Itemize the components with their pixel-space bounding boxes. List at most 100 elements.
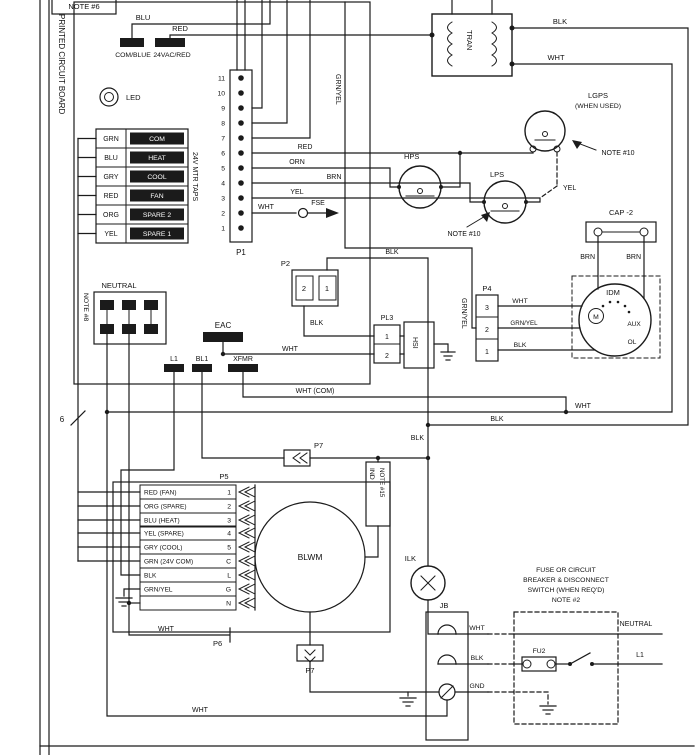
cap2-capacitor: CAP -2 BRN BRN <box>580 208 657 299</box>
p4-pin-1: 1 <box>485 349 489 356</box>
wire-label-blk-tran: BLK <box>553 17 567 26</box>
note15-label: NOTE #15 <box>378 468 385 498</box>
p5-row-label: BLU (HEAT) <box>144 518 180 525</box>
blower-enclosure <box>112 481 391 633</box>
jb-socket-2-icon <box>437 654 457 665</box>
fuse-neutral-label: NEUTRAL <box>620 621 653 628</box>
lgps-icon <box>524 110 566 152</box>
ground-icon-hsi <box>440 351 456 361</box>
motor-taps-table: GRN BLU GRY RED ORG YEL COM HEAT COOL FA… <box>95 128 198 244</box>
xfmr-terminal-label: XFMR <box>233 356 253 363</box>
ground-icon-fusebox <box>539 705 557 715</box>
lgps-label: LGPS <box>588 91 608 100</box>
g-row-ground-wire <box>123 588 141 597</box>
pl3-label: PL3 <box>381 315 394 322</box>
tap-name-3: FAN <box>150 193 163 200</box>
fse-arrow-icon <box>326 208 339 218</box>
p5-row-8: N <box>139 595 256 611</box>
p6-label: P6 <box>213 639 222 648</box>
p5-label: P5 <box>219 472 228 481</box>
tap-name-5: SPARE 1 <box>143 231 171 238</box>
fuse-note-line-4: NOTE #2 <box>552 597 581 604</box>
wire-label-brn-left: BRN <box>580 254 595 261</box>
p4-wire-blk: BLK <box>514 342 527 349</box>
p1-pin-7: 7 <box>221 136 225 143</box>
p5-row-pin: 5 <box>227 545 231 552</box>
jb-label: JB <box>440 601 449 610</box>
idm-icon <box>578 283 652 357</box>
p5-row-pin: 1 <box>227 490 231 497</box>
jb-socket-1-icon <box>437 624 457 635</box>
ilk-interlock: ILK <box>405 554 446 613</box>
pl3-wire-wht: WHT <box>282 346 299 353</box>
idm-motor: IDM M AUX OL <box>571 275 661 359</box>
p1-pin-6: 6 <box>221 151 225 158</box>
tap-color-0: GRN <box>103 136 119 143</box>
eac-bar <box>203 332 243 342</box>
tap-name-1: HEAT <box>148 155 166 162</box>
wire-label-wht-tran: WHT <box>547 53 564 62</box>
fuse-note-line-1: FUSE OR CIRCUIT <box>536 567 596 574</box>
lps-switch: LPS NOTE #10 <box>447 170 528 238</box>
note10b-arrow-icon <box>481 212 490 222</box>
blwm-label: BLWM <box>298 552 323 562</box>
wire-label-grn-yel-p4: GRN/YEL <box>460 298 467 329</box>
bl1-terminal-label: BL1 <box>196 356 209 363</box>
idm-label: IDM <box>606 288 620 297</box>
lgps-when-used: (WHEN USED) <box>575 103 621 110</box>
wire-label-brn: BRN <box>327 174 342 181</box>
hsi-label: HSI <box>411 337 418 349</box>
p5-row-pin: N <box>226 601 231 608</box>
p5-row-pin: C <box>226 559 231 566</box>
p1-pin-1: 1 <box>221 226 225 233</box>
pl3-pin-1: 1 <box>385 334 389 341</box>
p1-pin-8: 8 <box>221 121 225 128</box>
bus-label-blk: BLK <box>490 416 504 423</box>
p5-row-6: BLK L <box>139 567 256 583</box>
fuse-note-line-2: BREAKER & DISCONNECT <box>523 577 609 584</box>
fu2-icon <box>521 656 557 672</box>
idm-ol-label: OL <box>628 339 637 346</box>
tap-name-2: COOL <box>147 174 166 181</box>
p5-row-pin: L <box>227 573 231 580</box>
tap-name-0: COM <box>149 136 165 143</box>
hps-switch: HPS <box>397 152 443 209</box>
p5-row-7: GRN/YEL G <box>139 581 256 597</box>
line-terminals: L1 BL1 XFMR WHT (COM) <box>120 356 569 576</box>
jb-wire-gnd: GND <box>469 683 484 690</box>
p5-row-5: GRN (24V COM) C <box>139 553 256 569</box>
fu2-label: FU2 <box>533 648 546 655</box>
p5-row-2: BLU (HEAT) 3 <box>139 512 256 528</box>
wire-label-wht-p6: WHT <box>158 626 175 633</box>
neutral-label: NEUTRAL <box>101 281 136 290</box>
p1-pin-10: 10 <box>217 91 225 98</box>
p5-row-3: YEL (SPARE) 4 <box>139 525 256 541</box>
transformer-label: TRAN <box>465 30 474 50</box>
p5-row-label: YEL (SPARE) <box>144 531 184 538</box>
ind-label: IND <box>368 468 375 480</box>
wire-grn-yel-top: GRN/YEL GRN/YEL <box>334 1 477 329</box>
tap-color-3: RED <box>104 193 119 200</box>
p1-pin-11: 11 <box>218 76 225 83</box>
note6-label: NOTE #6 <box>68 2 99 11</box>
bus-label-wht: WHT <box>575 403 592 410</box>
fuse-disconnect: FUSE OR CIRCUIT BREAKER & DISCONNECT SWI… <box>513 567 663 725</box>
tap-color-5: YEL <box>104 231 117 238</box>
ground-icon-jb <box>399 697 417 707</box>
pl3-hsi: PL3 1 2 HSI WHT <box>220 315 456 369</box>
tap-color-4: ORG <box>103 212 119 219</box>
taps-title: 24V MTR TAPS <box>191 152 198 201</box>
tap-wire-bundle: 6 <box>60 137 141 562</box>
p5-row-label: GRN/YEL <box>144 587 173 594</box>
power-trunks: BLK WHT WHT BLK <box>104 17 689 428</box>
neutral-block: NEUTRAL NOTE #8 WHT WHT P6 <box>82 281 448 717</box>
p1-label: P1 <box>236 248 246 257</box>
p4-wire-grn-yel: GRN/YEL <box>510 320 538 327</box>
p4-label: P4 <box>482 284 491 293</box>
hps-label: HPS <box>404 152 419 161</box>
cap2-label: CAP -2 <box>609 208 633 217</box>
wire-label-grn-yel-top: GRN/YEL <box>334 74 341 105</box>
p5-row-0: RED (FAN) 1 <box>139 484 256 500</box>
p5-row-label: BLK <box>144 573 157 580</box>
coil-secondary-icon <box>491 21 497 67</box>
